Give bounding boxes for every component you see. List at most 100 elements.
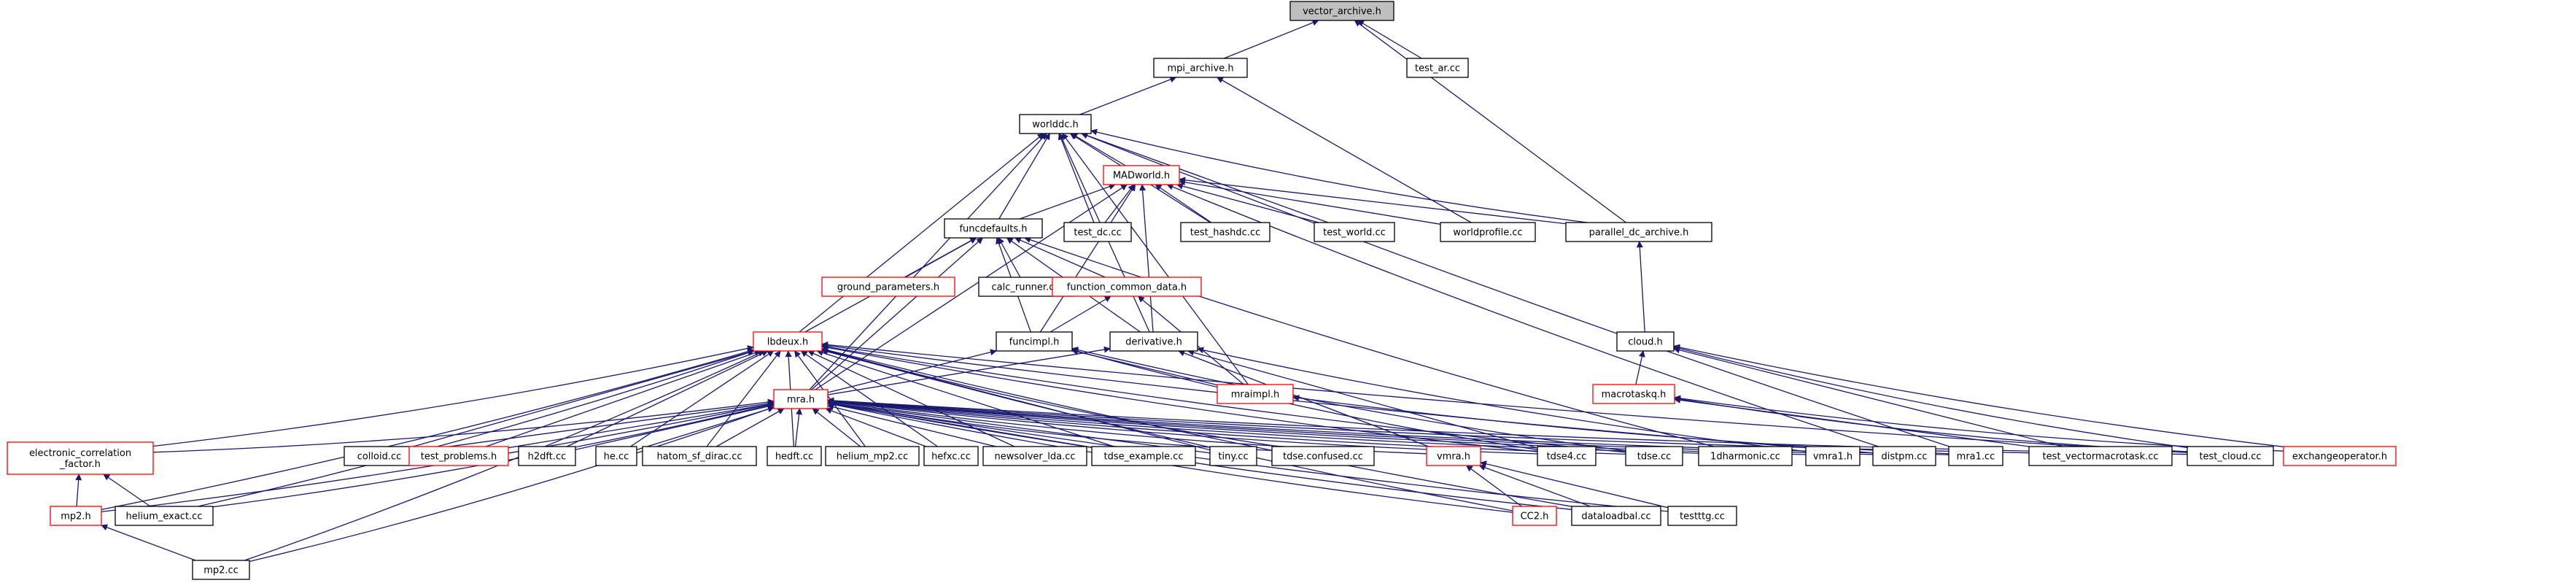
edge-layer bbox=[75, 19, 2284, 563]
node-madworld[interactable]: MADworld.h bbox=[1103, 165, 1180, 185]
node-box bbox=[825, 446, 920, 466]
node-label: colloid.cc bbox=[357, 452, 402, 463]
node-label: MADworld.h bbox=[1113, 171, 1170, 182]
node-label: worlddc.h bbox=[1032, 120, 1079, 131]
node-test_ar[interactable]: test_ar.cc bbox=[1406, 58, 1469, 78]
node-helium_exact[interactable]: helium_exact.cc bbox=[115, 506, 214, 526]
node-hefxc[interactable]: hefxc.cc bbox=[923, 446, 979, 466]
edge-vector_archive-to-parallel_dc bbox=[1354, 20, 1626, 223]
edge-mra-to-tiny bbox=[827, 400, 1211, 454]
node-label: mpi_archive.h bbox=[1167, 63, 1233, 74]
node-label: vector_archive.h bbox=[1303, 7, 1381, 18]
node-cc2[interactable]: CC2.h bbox=[1512, 506, 1557, 526]
node-newsolver[interactable]: newsolver_lda.cc bbox=[982, 446, 1087, 466]
node-box bbox=[7, 441, 154, 475]
node-box bbox=[1103, 165, 1180, 185]
node-helium_mp2[interactable]: helium_mp2.cc bbox=[825, 446, 920, 466]
node-test_dc[interactable]: test_dc.cc bbox=[1063, 222, 1132, 242]
edge-mra-to-dataloadbal bbox=[827, 401, 1572, 510]
node-mra[interactable]: mra.h bbox=[773, 389, 829, 409]
edge-worlddc-to-parallel_dc bbox=[1090, 128, 1588, 223]
edge-mra-to-colloid bbox=[414, 400, 775, 452]
node-box bbox=[50, 506, 102, 526]
node-label: calc_runner.cc bbox=[991, 282, 1059, 293]
node-mp2cc[interactable]: mp2.cc bbox=[192, 560, 250, 580]
node-tiny[interactable]: tiny.cc bbox=[1209, 446, 1257, 466]
edge-funcdefaults-to-oneharmonic bbox=[1024, 236, 1715, 447]
edge-madworld-to-test_world bbox=[1176, 182, 1319, 223]
node-label: mp2.h bbox=[61, 511, 91, 522]
node-function_common[interactable]: function_common_data.h bbox=[1052, 277, 1202, 297]
node-oneharmonic[interactable]: 1dharmonic.cc bbox=[1698, 446, 1793, 466]
edge-madworld-to-test_dc bbox=[1104, 184, 1135, 223]
edge-vector_archive-to-mpi_archive bbox=[1224, 19, 1319, 59]
node-derivative[interactable]: derivative.h bbox=[1109, 331, 1198, 352]
node-funcdefaults[interactable]: funcdefaults.h bbox=[944, 218, 1043, 239]
node-dataloadbal[interactable]: dataloadbal.cc bbox=[1571, 506, 1661, 526]
edge-cloud-to-macrotaskq bbox=[1635, 350, 1645, 385]
node-distpm[interactable]: distpm.cc bbox=[1872, 446, 1936, 466]
node-box bbox=[1217, 384, 1294, 404]
node-tdse4[interactable]: tdse4.cc bbox=[1537, 446, 1597, 466]
node-worldprofile[interactable]: worldprofile.cc bbox=[1440, 222, 1536, 242]
node-label: test_hashdc.cc bbox=[1190, 228, 1261, 239]
edge-funcimpl-to-mraimpl bbox=[1071, 348, 1218, 386]
node-colloid[interactable]: colloid.cc bbox=[344, 446, 415, 466]
edge-madworld-to-test_hashdc bbox=[1155, 184, 1212, 223]
node-box bbox=[1537, 446, 1597, 466]
node-label: helium_mp2.cc bbox=[837, 452, 908, 463]
edge-funcimpl-to-tdse bbox=[1071, 347, 1626, 452]
node-box bbox=[1063, 222, 1132, 242]
node-test_vmt[interactable]: test_vectormacrotask.cc bbox=[2028, 446, 2173, 466]
node-test_problems[interactable]: test_problems.h bbox=[408, 446, 509, 466]
node-parallel_dc[interactable]: parallel_dc_archive.h bbox=[1565, 222, 1712, 242]
node-label: tdse.confused.cc bbox=[1283, 452, 1363, 463]
edge-lbdeux-to-ecf bbox=[152, 345, 754, 447]
node-box bbox=[982, 446, 1087, 466]
node-mpi_archive[interactable]: mpi_archive.h bbox=[1153, 58, 1248, 78]
node-mra1[interactable]: mra1.cc bbox=[1948, 446, 2003, 466]
node-he[interactable]: he.cc bbox=[595, 446, 637, 466]
node-funcimpl[interactable]: funcimpl.h bbox=[996, 331, 1073, 352]
node-exchangeop[interactable]: exchangeoperator.h bbox=[2283, 446, 2397, 466]
node-tdse_example[interactable]: tdse_example.cc bbox=[1091, 446, 1196, 466]
node-hedft[interactable]: hedft.cc bbox=[767, 446, 822, 466]
node-tdse_confused[interactable]: tdse.confused.cc bbox=[1271, 446, 1375, 466]
node-label: hedft.cc bbox=[775, 452, 813, 463]
edge-vmra-to-testttg bbox=[1480, 460, 1669, 509]
node-label: ground_parameters.h bbox=[837, 282, 939, 293]
node-mp2h[interactable]: mp2.h bbox=[50, 506, 102, 526]
edge-funcimpl-to-mra bbox=[827, 349, 997, 393]
node-box bbox=[1625, 446, 1683, 466]
node-label: tdse_example.cc bbox=[1103, 452, 1183, 463]
node-box bbox=[115, 506, 214, 526]
node-macrotaskq[interactable]: macrotaskq.h bbox=[1592, 384, 1675, 404]
node-test_cloud[interactable]: test_cloud.cc bbox=[2187, 446, 2274, 466]
node-hatom[interactable]: hatom_sf_dirac.cc bbox=[642, 446, 757, 466]
node-ground_params[interactable]: ground_parameters.h bbox=[821, 277, 955, 297]
node-test_hashdc[interactable]: test_hashdc.cc bbox=[1180, 222, 1270, 242]
node-label: electronic_correlation bbox=[29, 448, 131, 459]
node-label: mra1.cc bbox=[1957, 452, 1995, 463]
node-ecf[interactable]: electronic_correlation_factor.h bbox=[7, 441, 154, 475]
node-box bbox=[2283, 446, 2397, 466]
node-vector_archive[interactable]: vector_archive.h bbox=[1289, 1, 1394, 21]
node-cloud[interactable]: cloud.h bbox=[1616, 331, 1675, 352]
node-lbdeux[interactable]: lbdeux.h bbox=[753, 331, 823, 352]
node-box bbox=[1180, 222, 1270, 242]
edge-madworld-to-derivative bbox=[1139, 184, 1154, 333]
node-testttg[interactable]: testttg.cc bbox=[1667, 506, 1737, 526]
node-test_world[interactable]: test_world.cc bbox=[1314, 222, 1395, 242]
node-vmra[interactable]: vmra.h bbox=[1426, 446, 1481, 466]
node-vmra1[interactable]: vmra1.h bbox=[1805, 446, 1861, 466]
edge-ecf-to-mp2h bbox=[75, 474, 82, 507]
node-worlddc[interactable]: worlddc.h bbox=[1019, 114, 1092, 134]
edge-parallel_dc-to-cloud bbox=[1636, 241, 1645, 333]
node-h2dft[interactable]: h2dft.cc bbox=[518, 446, 576, 466]
node-mraimpl[interactable]: mraimpl.h bbox=[1217, 384, 1294, 404]
edge-lbdeux-to-hefxc bbox=[800, 350, 938, 447]
node-label: mp2.cc bbox=[203, 565, 238, 576]
edge-vmra-to-cc2 bbox=[1465, 465, 1522, 507]
node-tdse[interactable]: tdse.cc bbox=[1625, 446, 1683, 466]
